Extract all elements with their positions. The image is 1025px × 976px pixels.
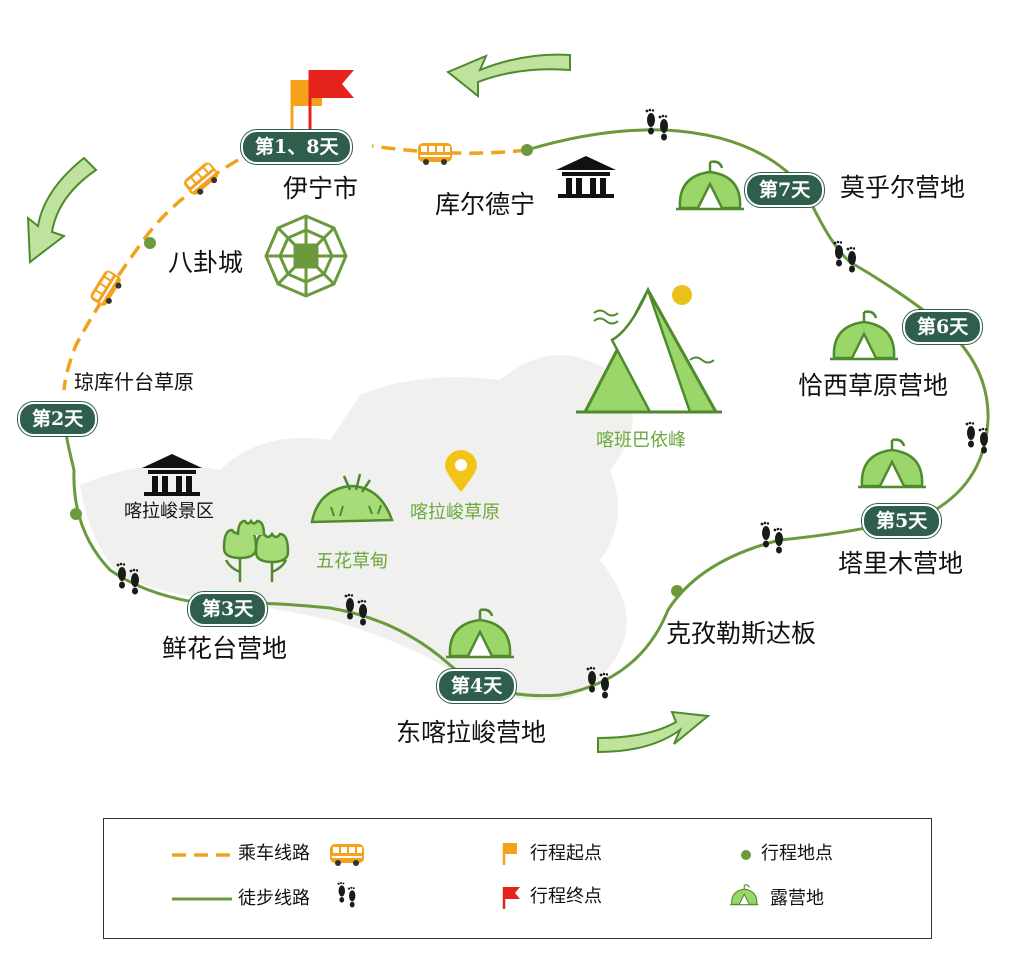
- location-dot: [70, 508, 82, 520]
- day-badge-3: 第3天: [188, 592, 268, 626]
- footprints-icon: [645, 108, 668, 141]
- tent-icon: [856, 438, 928, 489]
- label-talimu: 塔里木营地: [838, 549, 964, 578]
- day-badge-5: 第5天: [862, 504, 942, 538]
- terrain-patch: [80, 355, 633, 701]
- label-dongkalajun: 东喀拉峻营地: [396, 718, 547, 747]
- pagoda-icon: [556, 156, 616, 198]
- legend-hike-label: 徒步线路: [238, 888, 310, 909]
- bus-icon: [181, 160, 223, 200]
- flag-icon: [502, 887, 520, 909]
- label-mohuer: 莫乎尔营地: [840, 173, 966, 202]
- mountain-icon: [576, 285, 722, 414]
- footprints-icon: [965, 421, 988, 454]
- label-kezilesidaban: 克孜勒斯达板: [666, 619, 817, 648]
- map-pin-icon: [445, 450, 477, 492]
- location-dot: [671, 585, 683, 597]
- bagua-icon: [264, 214, 348, 298]
- day-badge-6: 第6天: [903, 310, 983, 344]
- label-kuerdening: 库尔德宁: [435, 190, 536, 219]
- flowers-icon: [222, 518, 290, 582]
- flag-icon: [502, 843, 517, 865]
- grass-icon: [310, 473, 394, 524]
- footprints-icon: [760, 521, 783, 554]
- tent-icon: [828, 310, 900, 361]
- legend: 乘车线路 徒步线路 行程起点 行程终点 行程地点 露营地: [103, 818, 932, 939]
- bus-icon: [330, 844, 364, 866]
- legend-end-label: 行程终点: [530, 886, 602, 907]
- bus-route: [62, 144, 528, 391]
- label-kabanbayifeng: 喀班巴依峰: [596, 430, 686, 451]
- legend-point-label: 行程地点: [761, 843, 833, 864]
- label-baguacheng: 八卦城: [168, 248, 244, 277]
- direction-arrow-icon: [26, 156, 98, 264]
- tent-icon: [729, 884, 760, 906]
- label-yining: 伊宁市: [283, 174, 359, 203]
- legend-symbols: [172, 843, 760, 909]
- label-kalajun-jingqu: 喀拉峻景区: [124, 501, 214, 522]
- hiking-route: [60, 128, 990, 698]
- legend-camp-label: 露营地: [770, 888, 824, 909]
- tent-icon: [674, 160, 746, 211]
- location-dot: [521, 144, 533, 156]
- direction-arrow-icon: [446, 53, 571, 99]
- label-xianhuatai: 鲜花台营地: [162, 634, 288, 663]
- label-qiaxi: 恰西草原营地: [798, 371, 949, 400]
- location-dot: [741, 850, 751, 860]
- day-badge-7: 第7天: [745, 173, 825, 207]
- legend-start-label: 行程起点: [530, 843, 602, 864]
- day-badge-4: 第4天: [437, 669, 517, 703]
- day-badge-2: 第2天: [18, 402, 98, 436]
- location-dot: [144, 237, 156, 249]
- label-qiongkushitai: 琼库什台草原: [74, 370, 194, 394]
- label-kalajun-caoyuan: 喀拉峻草原: [410, 502, 500, 523]
- legend-bus-label: 乘车线路: [238, 843, 310, 864]
- label-wuhuacaodian: 五花草甸: [316, 551, 388, 572]
- direction-arrow-icon: [597, 710, 711, 754]
- flag-icon: [290, 70, 354, 130]
- bus-icon: [418, 143, 452, 165]
- footprints-icon: [337, 881, 356, 908]
- day-badge-1-8: 第1、8天: [241, 130, 353, 164]
